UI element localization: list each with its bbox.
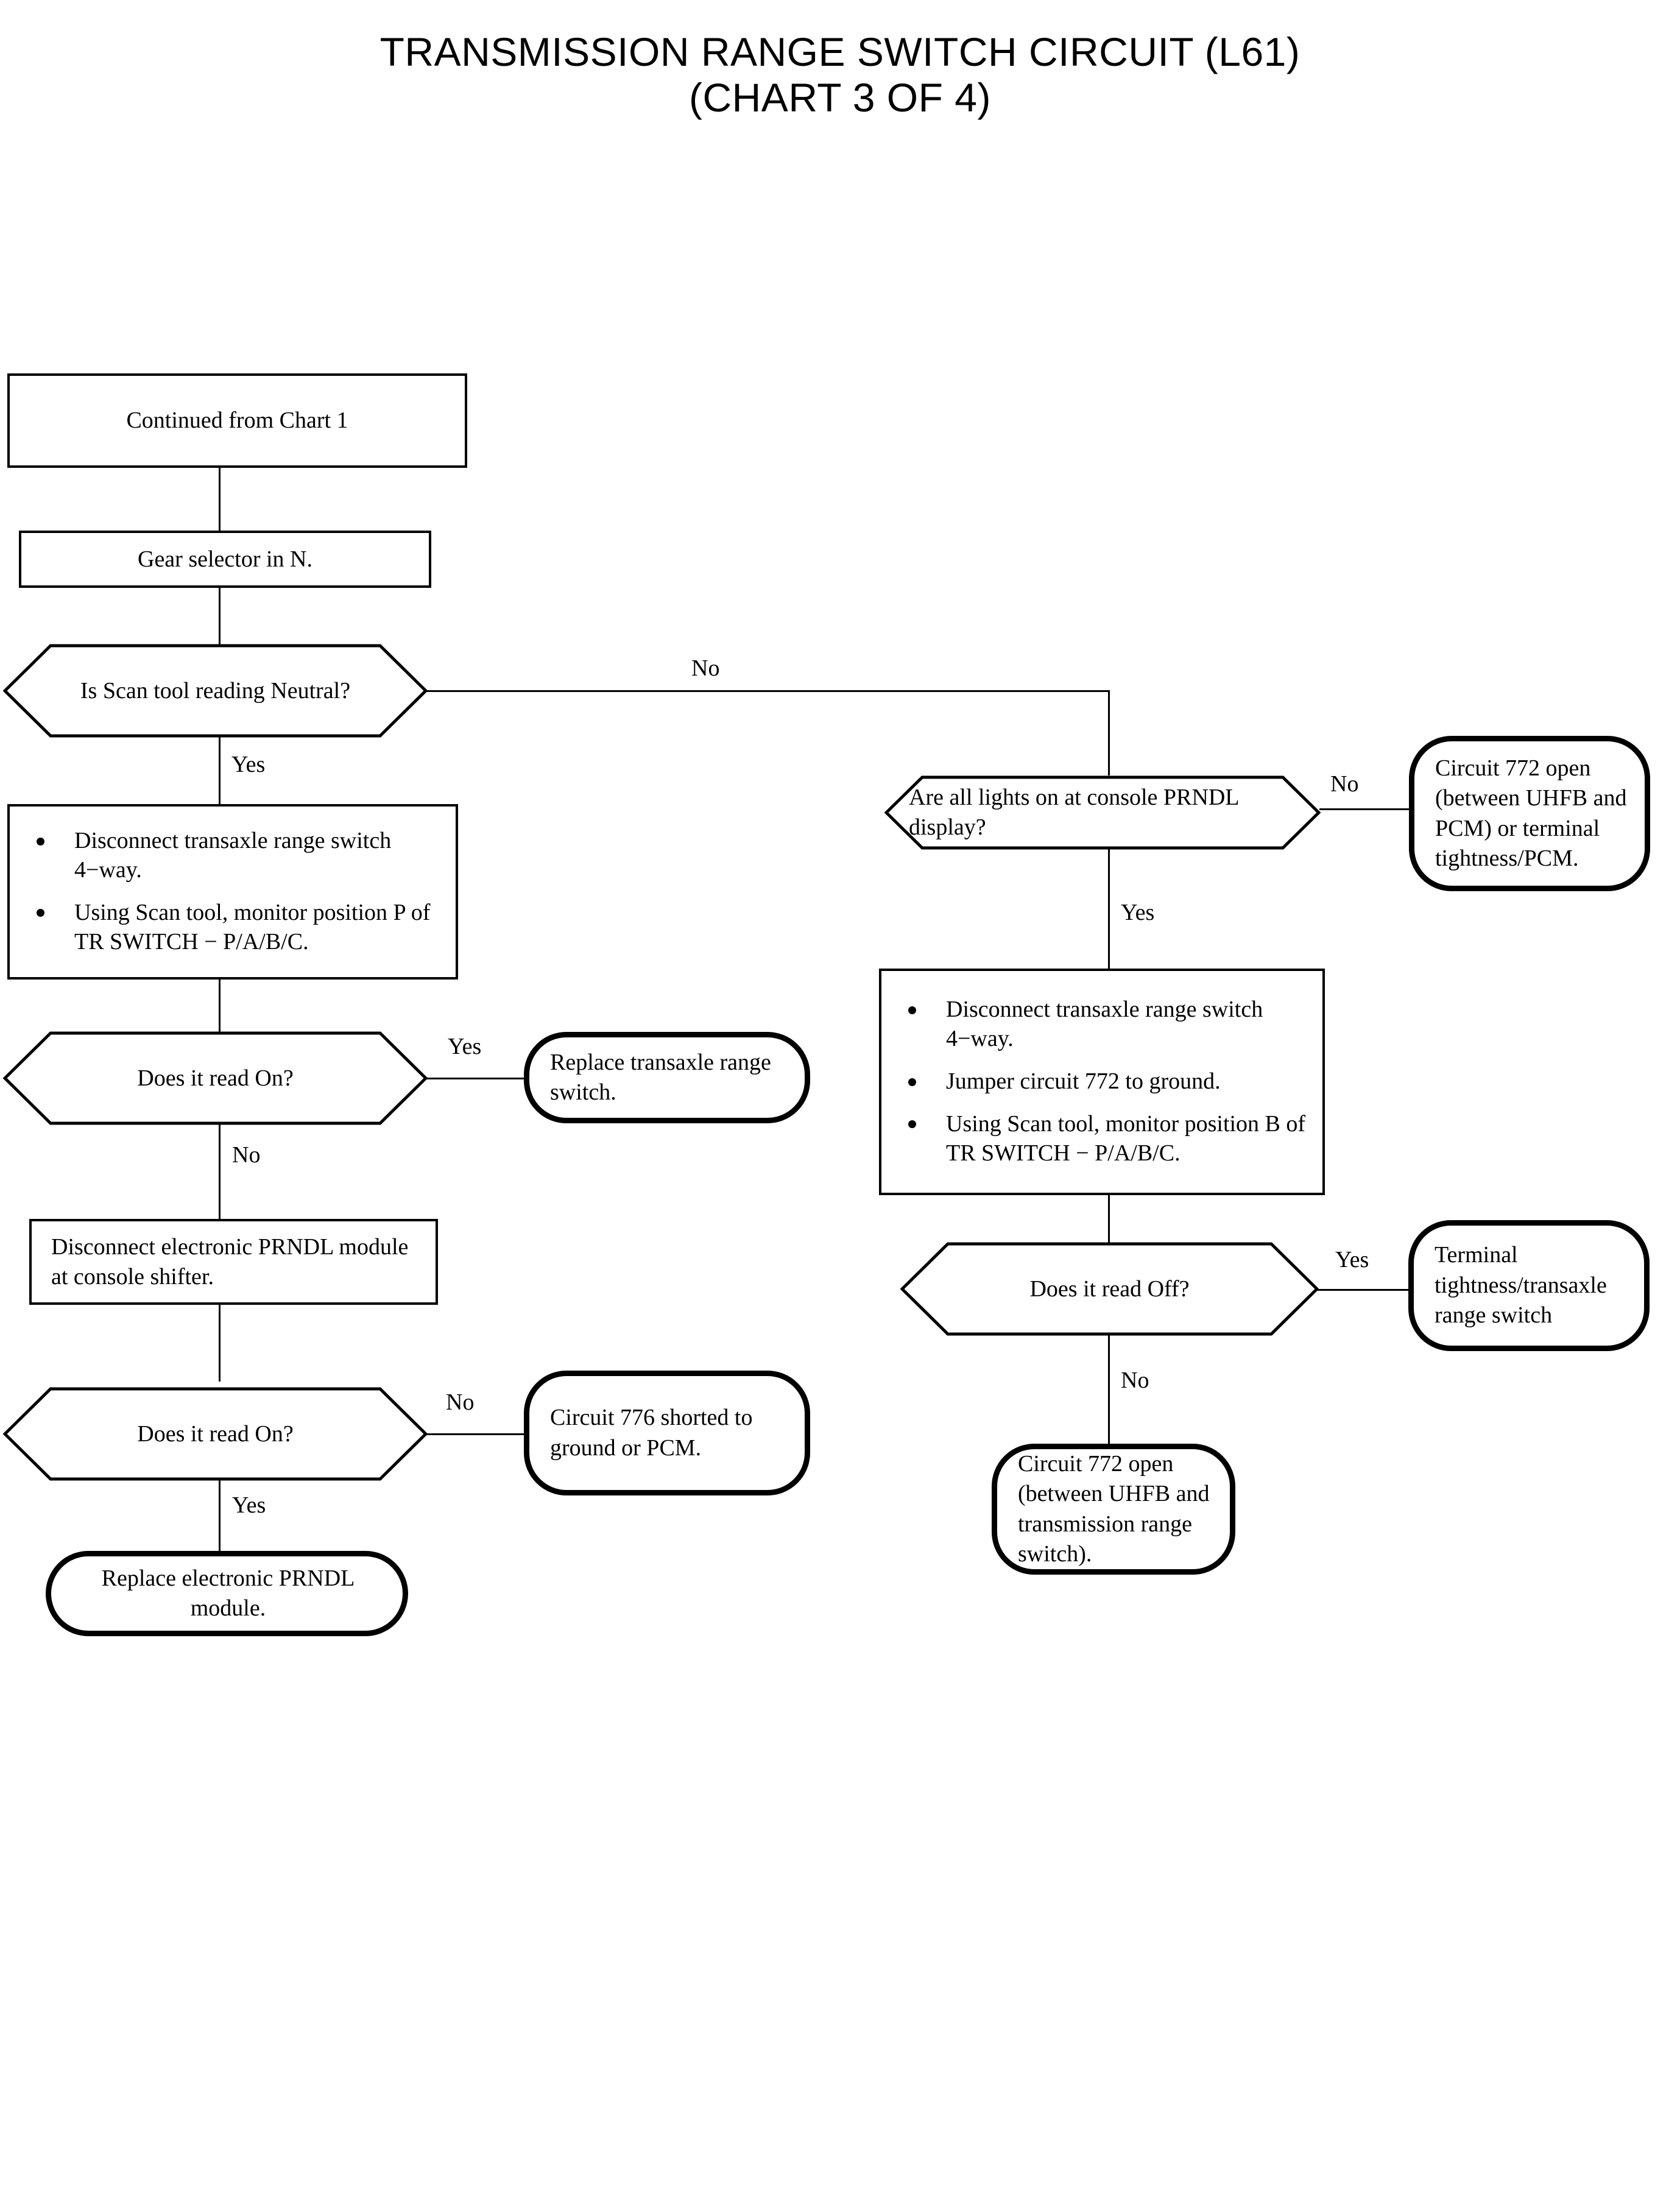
node-continued-from-chart[interactable]: Continued from Chart 1	[7, 373, 467, 468]
bullet-dot-icon	[37, 837, 44, 846]
list-item: Using Scan tool, monitor position B of T…	[895, 1110, 1311, 1168]
connector-lights-no	[1319, 808, 1411, 810]
right-step-1-label: Disconnect transaxle range switch 4−way.	[946, 997, 1263, 1052]
bullet-dot-icon	[908, 1120, 916, 1129]
node-terminal-tightness[interactable]: Terminal tightness/transaxle range switc…	[1408, 1220, 1650, 1351]
node-replace-prndl-module-label: Replace electronic PRNDL module.	[101, 1565, 355, 1621]
connector-gear-to-scan	[219, 587, 221, 644]
connector-scan-yes	[219, 737, 221, 805]
node-is-scan-reading-neutral-label: Is Scan tool reading Neutral?	[80, 677, 351, 704]
edge-label-readon1-no: No	[232, 1142, 261, 1168]
list-item: Using Scan tool, monitor position P of T…	[23, 898, 445, 957]
node-does-it-read-on-1[interactable]: Does it read On?	[3, 1031, 428, 1125]
hexagon-shape	[884, 775, 1321, 850]
node-circuit-772-open-pcm[interactable]: Circuit 772 open (between UHFB and PCM) …	[1409, 736, 1650, 891]
node-replace-prndl-module[interactable]: Replace electronic PRNDL module.	[46, 1551, 408, 1636]
node-circuit-776-shorted[interactable]: Circuit 776 shorted to ground or PCM.	[524, 1371, 810, 1495]
hexagon-shape	[3, 644, 428, 738]
connector-scan-no-vertical	[1108, 690, 1110, 775]
hexagon-shape	[3, 1387, 428, 1481]
left-steps-list: Disconnect transaxle range switch 4−way.…	[23, 827, 445, 957]
bullet-dot-icon	[908, 1006, 916, 1014]
node-does-it-read-off-label: Does it read Off?	[1029, 1276, 1190, 1302]
node-circuit-772-open-trs[interactable]: Circuit 772 open (between UHFB and trans…	[992, 1444, 1235, 1575]
edge-label-readoff-yes: Yes	[1335, 1247, 1369, 1273]
edge-label-scan-yes: Yes	[231, 752, 266, 777]
right-step-2-label: Jumper circuit 772 to ground.	[946, 1068, 1221, 1095]
node-are-all-lights-on-label: Are all lights on at console PRNDL displ…	[909, 785, 1239, 840]
list-item: Jumper circuit 772 to ground.	[895, 1067, 1311, 1096]
connector-prndl-to-readon2	[219, 1305, 221, 1382]
connector-leftsteps-to-readon1	[219, 978, 221, 1046]
hexagon-shape	[3, 1031, 428, 1125]
node-disconnect-prndl-module-label: Disconnect electronic PRNDL module at co…	[51, 1234, 409, 1290]
node-terminal-tightness-label: Terminal tightness/transaxle range switc…	[1435, 1242, 1607, 1329]
connector-readon2-yes	[219, 1480, 221, 1553]
right-step-3-label: Using Scan tool, monitor position B of T…	[946, 1110, 1306, 1166]
bullet-dot-icon	[37, 909, 44, 917]
right-steps-list: Disconnect transaxle range switch 4−way.…	[895, 995, 1311, 1168]
edge-label-scan-no: No	[691, 655, 720, 681]
edge-label-readon1-yes: Yes	[448, 1034, 482, 1059]
title-line-1: TRANSMISSION RANGE SWITCH CIRCUIT (L61)	[379, 29, 1301, 74]
node-left-steps[interactable]: Disconnect transaxle range switch 4−way.…	[7, 804, 458, 980]
hexagon-shape	[900, 1242, 1319, 1336]
edge-label-lights-yes: Yes	[1121, 900, 1155, 925]
connector-rightsteps-to-readoff	[1108, 1194, 1110, 1257]
connector-readoff-yes	[1316, 1289, 1411, 1291]
connector-readon1-no	[219, 1124, 221, 1220]
node-circuit-776-shorted-label: Circuit 776 shorted to ground or PCM.	[550, 1405, 753, 1461]
connector-readon1-yes	[426, 1078, 526, 1079]
node-does-it-read-on-2[interactable]: Does it read On?	[3, 1387, 428, 1481]
left-step-2-label: Using Scan tool, monitor position P of T…	[74, 900, 431, 955]
node-circuit-772-open-trs-label: Circuit 772 open (between UHFB and trans…	[1018, 1450, 1210, 1567]
node-does-it-read-off[interactable]: Does it read Off?	[900, 1242, 1319, 1336]
node-gear-selector[interactable]: Gear selector in N.	[19, 531, 431, 588]
node-circuit-772-open-pcm-label: Circuit 772 open (between UHFB and PCM) …	[1435, 755, 1627, 871]
left-step-1-label: Disconnect transaxle range switch 4−way.	[74, 828, 392, 883]
node-gear-selector-label: Gear selector in N.	[138, 546, 312, 572]
list-item: Disconnect transaxle range switch 4−way.	[23, 827, 445, 885]
connector-readoff-no	[1108, 1335, 1110, 1445]
connector-scan-no-horizontal	[426, 690, 1109, 692]
node-is-scan-reading-neutral[interactable]: Is Scan tool reading Neutral?	[3, 644, 428, 738]
title-line-2: (CHART 3 OF 4)	[689, 75, 991, 121]
node-replace-transaxle-range-switch[interactable]: Replace transaxle range switch.	[524, 1032, 810, 1123]
bullet-dot-icon	[908, 1078, 916, 1086]
list-item: Disconnect transaxle range switch 4−way.	[895, 995, 1311, 1054]
edge-label-readoff-no: No	[1121, 1368, 1149, 1393]
node-right-steps[interactable]: Disconnect transaxle range switch 4−way.…	[879, 969, 1325, 1195]
node-disconnect-prndl-module[interactable]: Disconnect electronic PRNDL module at co…	[29, 1219, 438, 1305]
edge-label-lights-no: No	[1330, 771, 1359, 797]
edge-label-readon2-yes: Yes	[232, 1492, 266, 1518]
edge-label-readon2-no: No	[446, 1389, 475, 1415]
node-does-it-read-on-1-label: Does it read On?	[137, 1065, 294, 1091]
node-does-it-read-on-2-label: Does it read On?	[137, 1421, 294, 1447]
node-replace-transaxle-range-switch-label: Replace transaxle range switch.	[550, 1049, 771, 1105]
connector-lights-yes	[1108, 849, 1110, 970]
node-are-all-lights-on[interactable]: Are all lights on at console PRNDL displ…	[884, 775, 1321, 850]
connector-readon2-no	[426, 1433, 526, 1435]
node-continued-from-chart-label: Continued from Chart 1	[126, 408, 348, 434]
connector-continued-to-gear	[219, 468, 221, 532]
page-title: TRANSMISSION RANGE SWITCH CIRCUIT (L61) …	[0, 29, 1680, 121]
